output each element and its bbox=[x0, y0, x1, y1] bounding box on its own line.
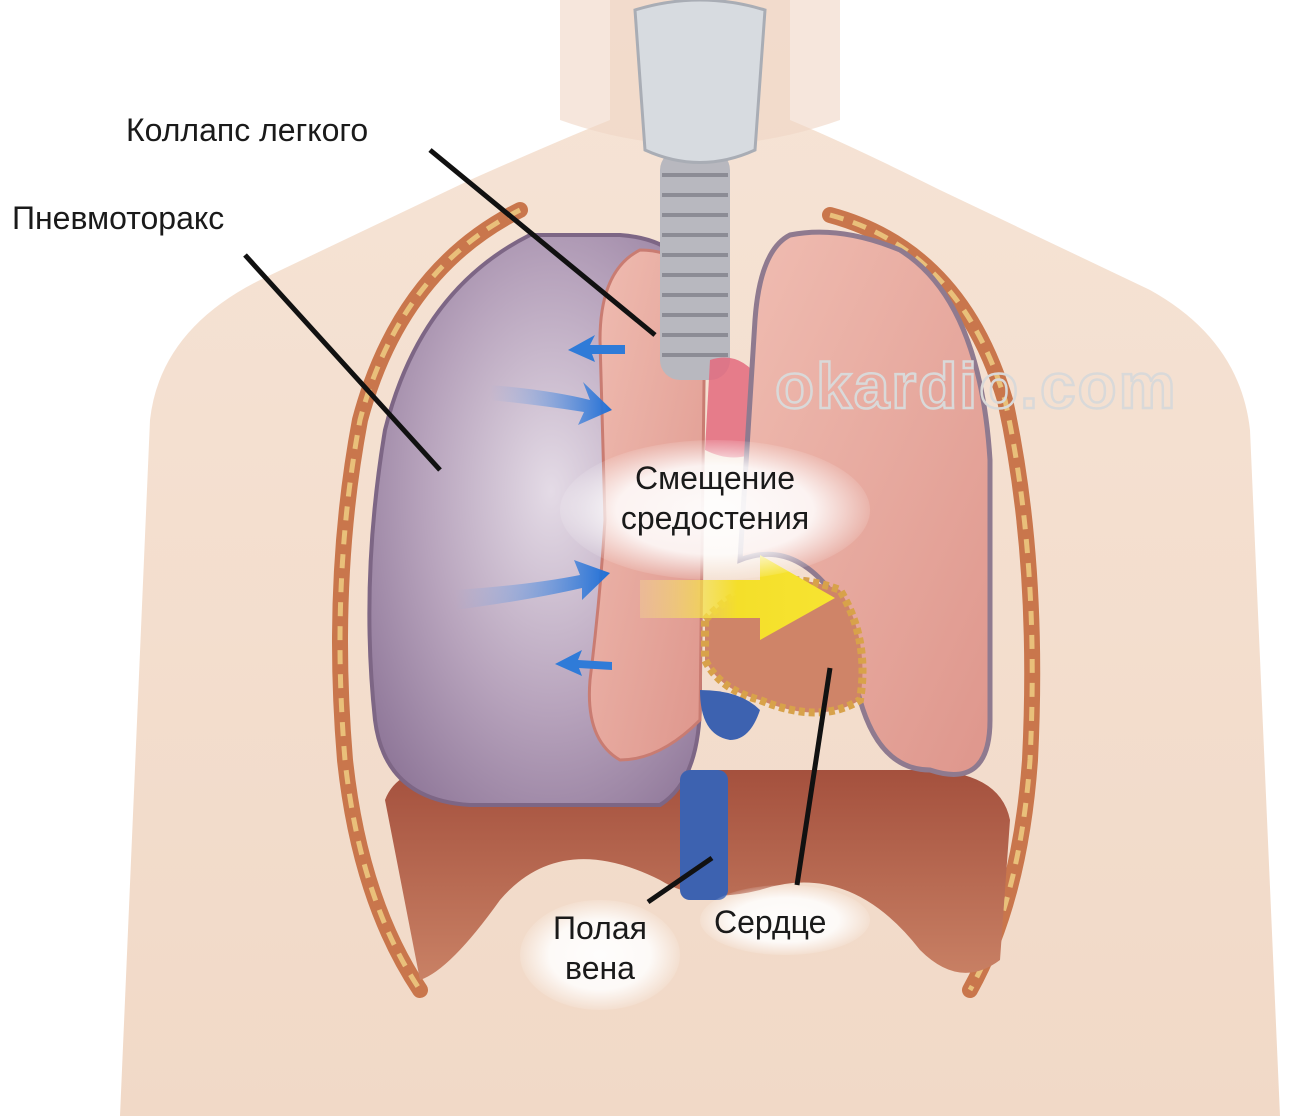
label-pneumothorax: Пневмоторакс bbox=[12, 198, 224, 238]
label-mediastinum-line2: средостения bbox=[590, 498, 840, 538]
label-mediastinum-line1: Смещение bbox=[590, 458, 840, 498]
label-collapse: Коллапс легкого bbox=[126, 110, 368, 150]
label-heart: Сердце bbox=[714, 902, 826, 942]
label-vena-cava: Полая вена bbox=[520, 908, 680, 988]
label-vena-line2: вена bbox=[520, 948, 680, 988]
larynx bbox=[635, 0, 765, 163]
trachea bbox=[660, 150, 730, 380]
watermark: okardio.com bbox=[775, 350, 1178, 422]
vena-cava bbox=[680, 770, 728, 900]
label-mediastinum-shift: Смещение средостения bbox=[590, 458, 840, 538]
label-vena-line1: Полая bbox=[520, 908, 680, 948]
